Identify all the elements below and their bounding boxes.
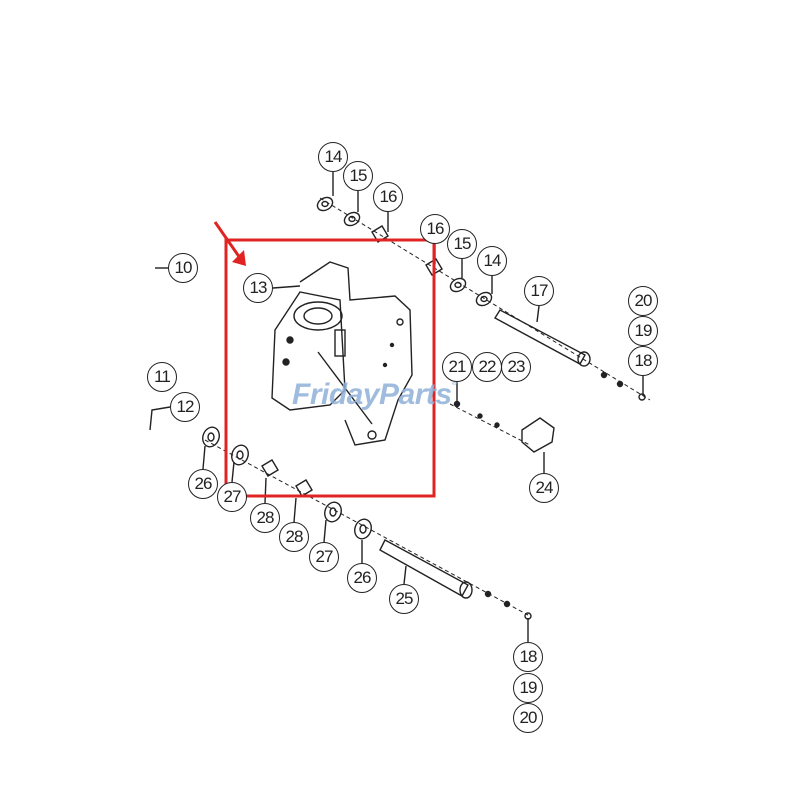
callout-part-24: 24 (529, 473, 559, 503)
callout-part-19: 19 (513, 673, 543, 703)
callout-part-15: 15 (343, 161, 373, 191)
callout-part-10: 10 (168, 253, 198, 283)
callout-part-25: 25 (389, 584, 419, 614)
callout-part-28: 28 (250, 503, 280, 533)
callout-part-14: 14 (477, 246, 507, 276)
callout-part-23: 23 (501, 352, 531, 382)
callout-part-12: 12 (170, 392, 200, 422)
callout-part-26: 26 (347, 563, 377, 593)
callout-part-13: 13 (243, 273, 273, 303)
callout-part-28: 28 (279, 522, 309, 552)
watermark-logo: FridayParts® (292, 378, 458, 412)
callout-part-19: 19 (628, 316, 658, 346)
callout-part-14: 14 (318, 142, 348, 172)
callout-part-17: 17 (524, 276, 554, 306)
callout-part-11: 11 (147, 362, 177, 392)
callout-part-27: 27 (217, 482, 247, 512)
registered-mark: ® (451, 378, 458, 387)
callout-part-22: 22 (472, 352, 502, 382)
callout-part-16: 16 (420, 214, 450, 244)
callout-part-20: 20 (628, 286, 658, 316)
callout-part-15: 15 (447, 229, 477, 259)
callout-part-20: 20 (513, 703, 543, 733)
highlight-box (224, 238, 436, 498)
callout-part-18: 18 (513, 642, 543, 672)
watermark-part1: Friday (292, 378, 380, 411)
callout-part-26: 26 (188, 469, 218, 499)
watermark-part2: Parts (379, 378, 452, 411)
callout-part-21: 21 (442, 352, 472, 382)
callout-part-16: 16 (373, 182, 403, 212)
callout-part-18: 18 (628, 346, 658, 376)
callout-part-27: 27 (309, 542, 339, 572)
